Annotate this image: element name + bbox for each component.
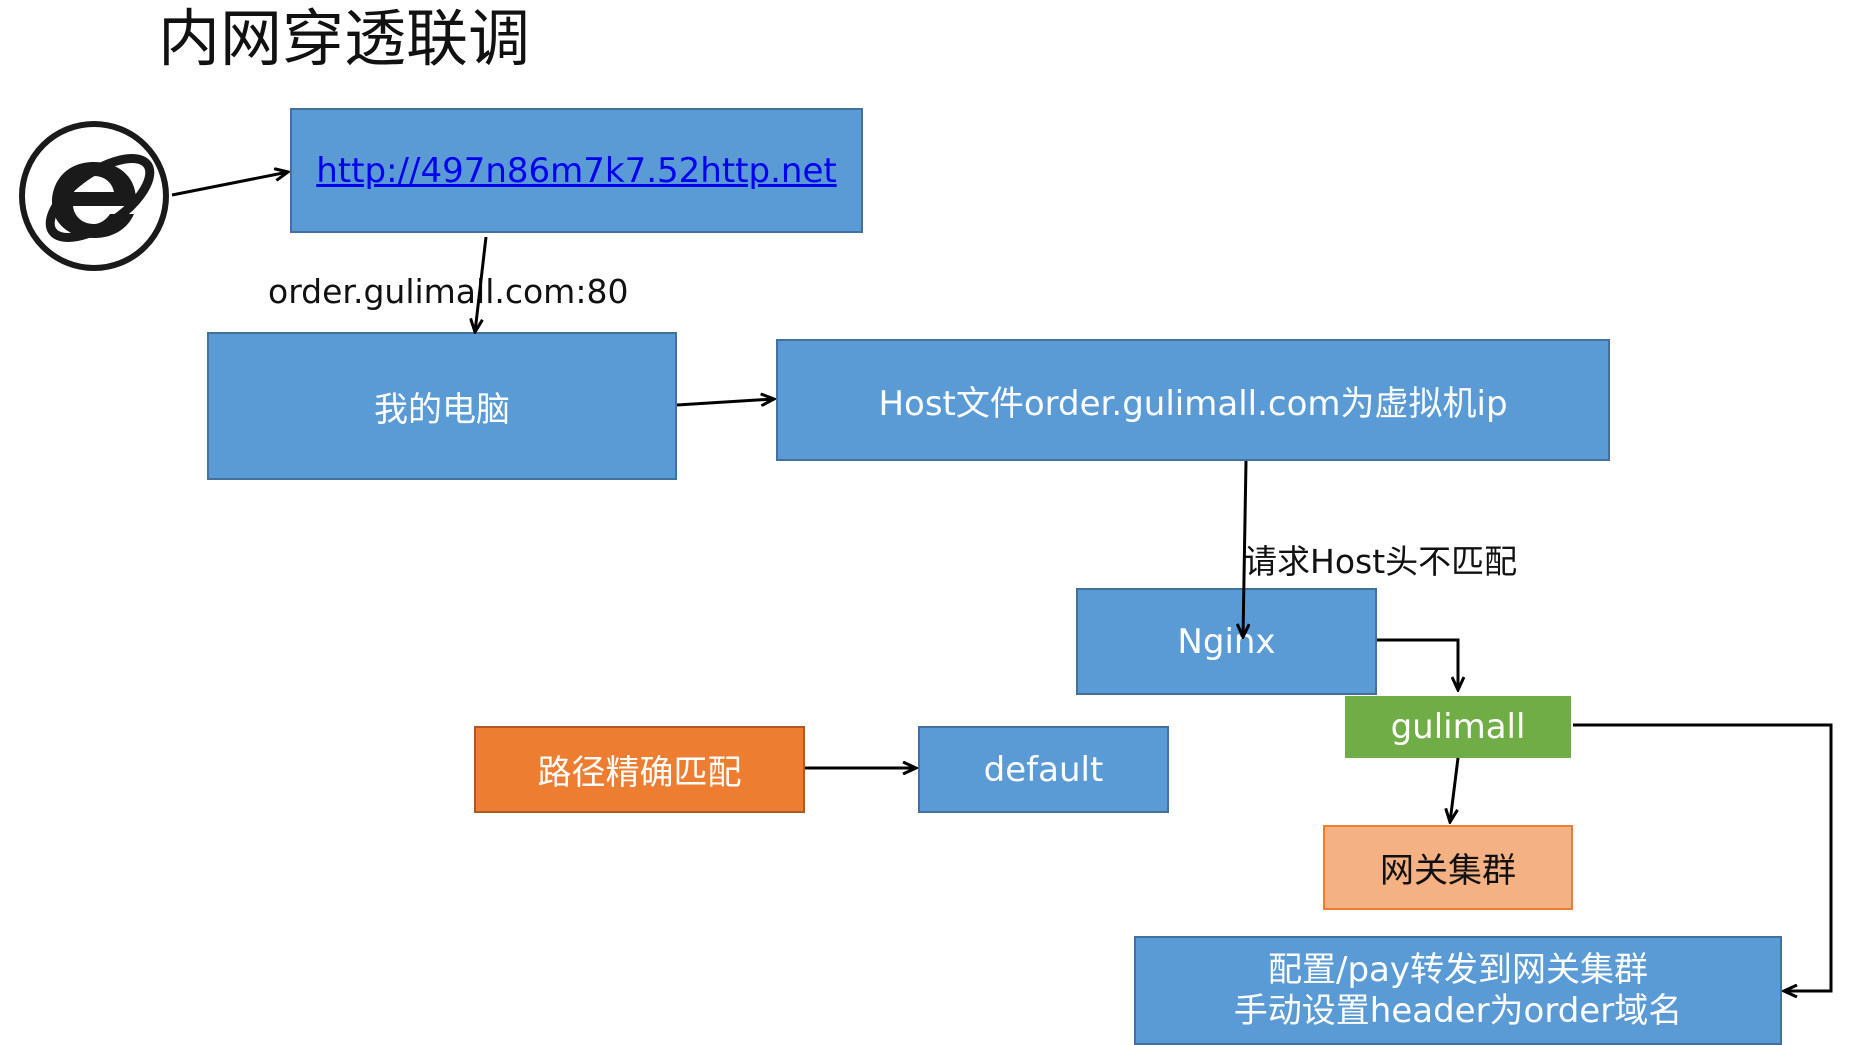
diagram-title: 内网穿透联调: [158, 2, 531, 75]
host-mismatch-label: 请求Host头不匹配: [1244, 542, 1518, 581]
arrow-nginx-to-gulimall: [1377, 638, 1458, 690]
default-box: default: [918, 726, 1169, 813]
gulimall-box: gulimall: [1345, 696, 1571, 758]
arrow-pc-to-host: [676, 399, 774, 405]
config-box: 配置/pay转发到网关集群 手动设置header为order域名: [1134, 936, 1782, 1045]
arrow-host-to-nginx: [1243, 460, 1246, 637]
tunnel-url-link[interactable]: http://497n86m7k7.52http.net: [316, 150, 837, 191]
arrow-url-to-pc: [475, 236, 488, 332]
my-pc-box: 我的电脑: [207, 332, 677, 480]
arrow-ie-to-url: [171, 172, 288, 197]
domain-port-label: order.gulimall.com:80: [268, 272, 629, 311]
config-line-1: 配置/pay转发到网关集群: [1268, 949, 1648, 990]
arrow-gulimall-to-gateway: [1450, 757, 1460, 822]
arrow-gulimall-to-config: [1573, 723, 1833, 991]
internet-explorer-icon: [18, 120, 170, 272]
url-box: http://497n86m7k7.52http.net: [290, 108, 863, 233]
config-line-2: 手动设置header为order域名: [1233, 990, 1683, 1031]
path-match-box: 路径精确匹配: [474, 726, 805, 813]
host-file-box: Host文件order.gulimall.com为虚拟机ip: [776, 339, 1610, 461]
nginx-box: Nginx: [1076, 588, 1377, 695]
gateway-cluster-box: 网关集群: [1323, 825, 1573, 910]
